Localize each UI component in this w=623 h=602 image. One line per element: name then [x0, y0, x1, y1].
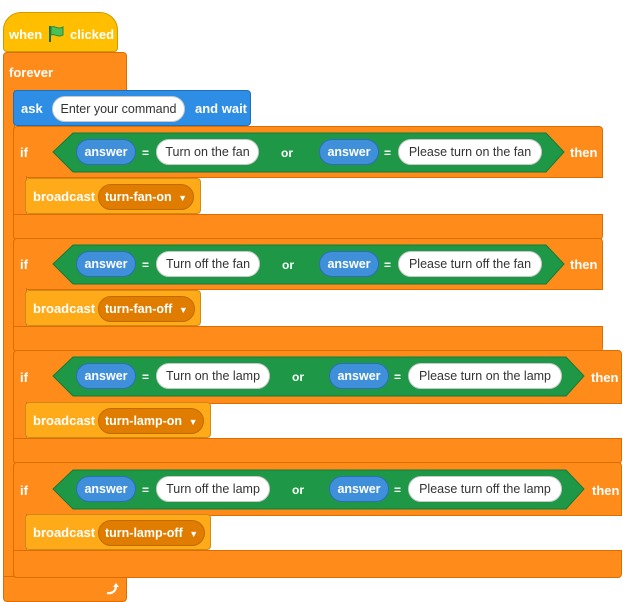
- broadcast-block[interactable]: broadcast turn-fan-off ▼: [25, 290, 201, 326]
- value-input[interactable]: Please turn off the lamp: [408, 476, 562, 502]
- answer-reporter[interactable]: answer: [319, 251, 379, 277]
- then-label: then: [591, 370, 619, 385]
- if-label: if: [20, 483, 28, 498]
- equals-operator: =: [394, 483, 402, 497]
- or-operator-label: or: [282, 258, 294, 272]
- value-input[interactable]: Turn on the fan: [156, 139, 259, 165]
- or-operator-label: or: [292, 370, 304, 384]
- or-operator-label: or: [292, 483, 304, 497]
- forever-label: forever: [9, 65, 54, 80]
- equals-operator: =: [142, 258, 150, 272]
- if-block-3-cap: [13, 438, 622, 464]
- broadcast-label: broadcast: [33, 301, 96, 316]
- message-dropdown[interactable]: turn-fan-on ▼: [98, 184, 195, 210]
- then-label: then: [570, 257, 598, 272]
- value-input[interactable]: Please turn on the lamp: [408, 363, 562, 389]
- dropdown-triangle-icon: ▼: [178, 193, 188, 203]
- when-label: when: [9, 27, 43, 42]
- broadcast-block[interactable]: broadcast turn-lamp-off ▼: [25, 514, 211, 550]
- broadcast-block[interactable]: broadcast turn-lamp-on ▼: [25, 402, 211, 438]
- answer-reporter[interactable]: answer: [76, 251, 136, 277]
- equals-operator: =: [142, 370, 150, 384]
- and-wait-label: and wait: [195, 101, 248, 116]
- equals-operator: =: [384, 146, 392, 160]
- message-dropdown[interactable]: turn-lamp-on ▼: [98, 408, 205, 434]
- when-flag-clicked-block[interactable]: when clicked: [3, 12, 118, 52]
- broadcast-label: broadcast: [33, 189, 96, 204]
- message-name: turn-fan-on: [105, 190, 172, 204]
- ask-prompt-input[interactable]: Enter your command: [52, 96, 185, 122]
- ask-and-wait-block[interactable]: ask Enter your command and wait: [13, 90, 251, 126]
- equals-operator: =: [384, 258, 392, 272]
- message-name: turn-lamp-off: [105, 526, 183, 540]
- ask-label: ask: [21, 101, 43, 116]
- dropdown-triangle-icon: ▼: [189, 529, 199, 539]
- answer-reporter[interactable]: answer: [329, 476, 389, 502]
- message-dropdown[interactable]: turn-lamp-off ▼: [98, 520, 206, 546]
- clicked-label: clicked: [70, 27, 115, 42]
- broadcast-label: broadcast: [33, 525, 96, 540]
- message-name: turn-lamp-on: [105, 414, 183, 428]
- value-input[interactable]: Please turn off the fan: [398, 251, 542, 277]
- equals-operator: =: [142, 146, 150, 160]
- answer-reporter[interactable]: answer: [329, 363, 389, 389]
- if-block-4-cap: [13, 550, 622, 578]
- green-flag-icon: [46, 24, 66, 44]
- if-label: if: [20, 257, 28, 272]
- if-label: if: [20, 145, 28, 160]
- answer-reporter[interactable]: answer: [76, 476, 136, 502]
- value-input[interactable]: Turn on the lamp: [156, 363, 270, 389]
- dropdown-triangle-icon: ▼: [178, 305, 188, 315]
- message-dropdown[interactable]: turn-fan-off ▼: [98, 296, 195, 322]
- value-input[interactable]: Please turn on the fan: [398, 139, 542, 165]
- broadcast-label: broadcast: [33, 413, 96, 428]
- dropdown-triangle-icon: ▼: [188, 417, 198, 427]
- then-label: then: [592, 483, 620, 498]
- answer-reporter[interactable]: answer: [319, 139, 379, 165]
- if-label: if: [20, 370, 28, 385]
- forever-block[interactable]: forever: [3, 52, 127, 92]
- value-input[interactable]: Turn off the lamp: [156, 476, 270, 502]
- equals-operator: =: [142, 483, 150, 497]
- or-operator-label: or: [281, 146, 293, 160]
- message-name: turn-fan-off: [105, 302, 173, 316]
- loop-arrow-icon: [104, 581, 120, 597]
- equals-operator: =: [394, 370, 402, 384]
- answer-reporter[interactable]: answer: [76, 363, 136, 389]
- broadcast-block[interactable]: broadcast turn-fan-on ▼: [25, 178, 201, 214]
- value-input[interactable]: Turn off the fan: [156, 251, 260, 277]
- answer-reporter[interactable]: answer: [76, 139, 136, 165]
- then-label: then: [570, 145, 598, 160]
